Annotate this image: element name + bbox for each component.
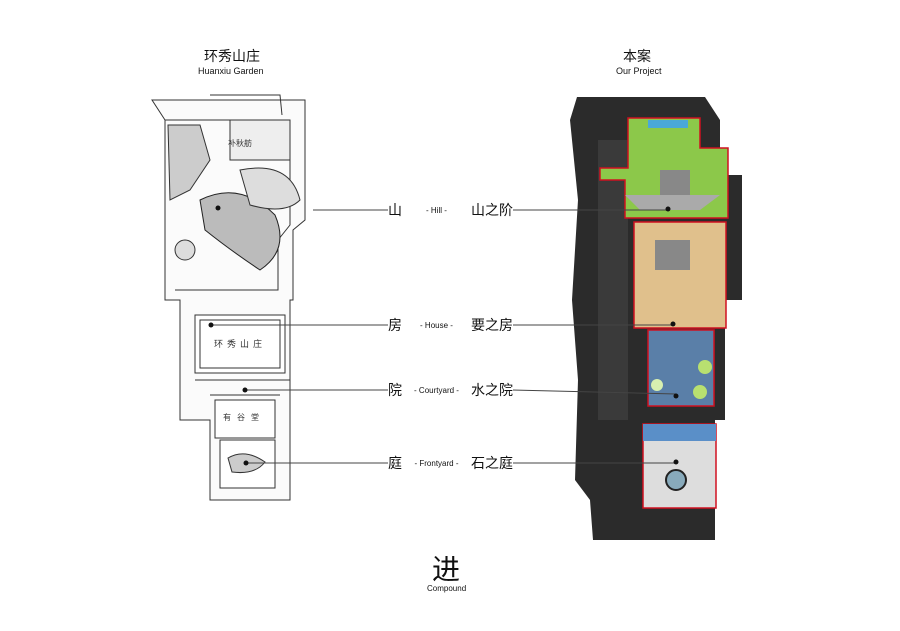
project-plan bbox=[570, 97, 742, 540]
connector-lines bbox=[211, 209, 677, 464]
row-right-label: 山之阶 bbox=[470, 203, 513, 219]
connector-dots bbox=[208, 205, 679, 466]
footer-cn: 进 bbox=[432, 553, 461, 586]
row-right-label: 石之庭 bbox=[470, 456, 513, 472]
row-en-label: - Frontyard - bbox=[414, 458, 459, 468]
row-en-label: - Courtyard - bbox=[414, 385, 459, 395]
left-title-cn: 环秀山庄 bbox=[204, 49, 260, 65]
right-title-cn: 本案 bbox=[623, 49, 651, 65]
pavilion bbox=[229, 119, 291, 161]
front-hall-label: 有谷堂 bbox=[223, 412, 265, 422]
row-right-label: 水之院 bbox=[471, 383, 513, 399]
row-hill: 山 - Hill - 山之阶 bbox=[388, 201, 513, 219]
footer-en: Compound bbox=[427, 584, 467, 593]
left-title-en: Huanxiu Garden bbox=[198, 66, 264, 76]
row-left-label: 房 bbox=[388, 318, 402, 334]
right-title-en: Our Project bbox=[616, 66, 662, 76]
row-en-label: - House - bbox=[420, 320, 453, 330]
huanxiu-garden-plan bbox=[151, 94, 306, 501]
row-left-label: 庭 bbox=[388, 456, 402, 472]
row-left-label: 院 bbox=[388, 383, 402, 399]
row-right-label: 要之房 bbox=[471, 318, 513, 334]
row-frontyard: 庭 - Frontyard - 石之庭 bbox=[388, 454, 513, 472]
row-courtyard: 院 - Courtyard - 水之院 bbox=[388, 381, 513, 399]
main-hall-label: 环秀山庄 bbox=[214, 338, 266, 350]
row-en-label: - Hill - bbox=[426, 205, 447, 215]
pavilion-label: 补秋舫 bbox=[228, 138, 252, 148]
row-left-label: 山 bbox=[388, 203, 402, 219]
row-house: 房 - House - 要之房 bbox=[388, 316, 513, 334]
